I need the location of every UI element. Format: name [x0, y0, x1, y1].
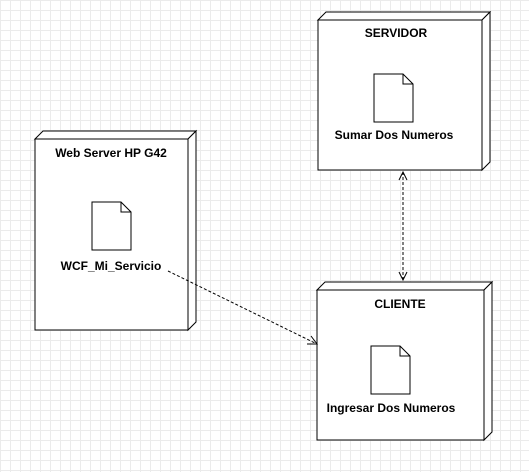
- node-webserver[interactable]: Web Server HP G42 WCF_Mi_Servicio: [33, 129, 198, 332]
- node-webserver-side-face: [187, 129, 197, 332]
- connector-webserver-cliente[interactable]: [167, 270, 318, 345]
- document-icon: [373, 73, 414, 123]
- document-icon: [91, 201, 132, 251]
- node-servidor-side-face: [481, 10, 491, 172]
- node-cliente-side-face: [483, 280, 493, 442]
- node-cliente-title: CLIENTE: [374, 297, 425, 311]
- connector-servidor-cliente[interactable]: [398, 170, 408, 282]
- node-servidor[interactable]: SERVIDOR Sumar Dos Numeros: [316, 10, 492, 172]
- node-webserver-title: Web Server HP G42: [55, 146, 167, 160]
- artifact-sumar-dos-numeros-label: Sumar Dos Numeros: [335, 128, 454, 142]
- artifact-ingresar-dos-numeros-label: Ingresar Dos Numeros: [327, 401, 456, 415]
- arrowhead-right-icon: [307, 335, 318, 345]
- artifact-wcf-servicio-label: WCF_Mi_Servicio: [61, 259, 162, 273]
- node-servidor-title: SERVIDOR: [365, 26, 428, 40]
- arrowhead-up-icon: [398, 170, 408, 181]
- node-cliente[interactable]: CLIENTE Ingresar Dos Numeros: [315, 280, 494, 442]
- connector-webserver-cliente-line: [167, 270, 318, 345]
- node-servidor-top-face: [316, 11, 492, 21]
- arrowhead-down-icon: [398, 271, 408, 282]
- node-cliente-top-face: [315, 281, 494, 291]
- artifact-sumar-dos-numeros[interactable]: Sumar Dos Numeros: [335, 73, 454, 142]
- document-icon: [370, 345, 411, 395]
- node-webserver-top-face: [33, 130, 198, 140]
- artifact-wcf-servicio[interactable]: WCF_Mi_Servicio: [61, 201, 162, 273]
- artifact-ingresar-dos-numeros[interactable]: Ingresar Dos Numeros: [327, 345, 456, 415]
